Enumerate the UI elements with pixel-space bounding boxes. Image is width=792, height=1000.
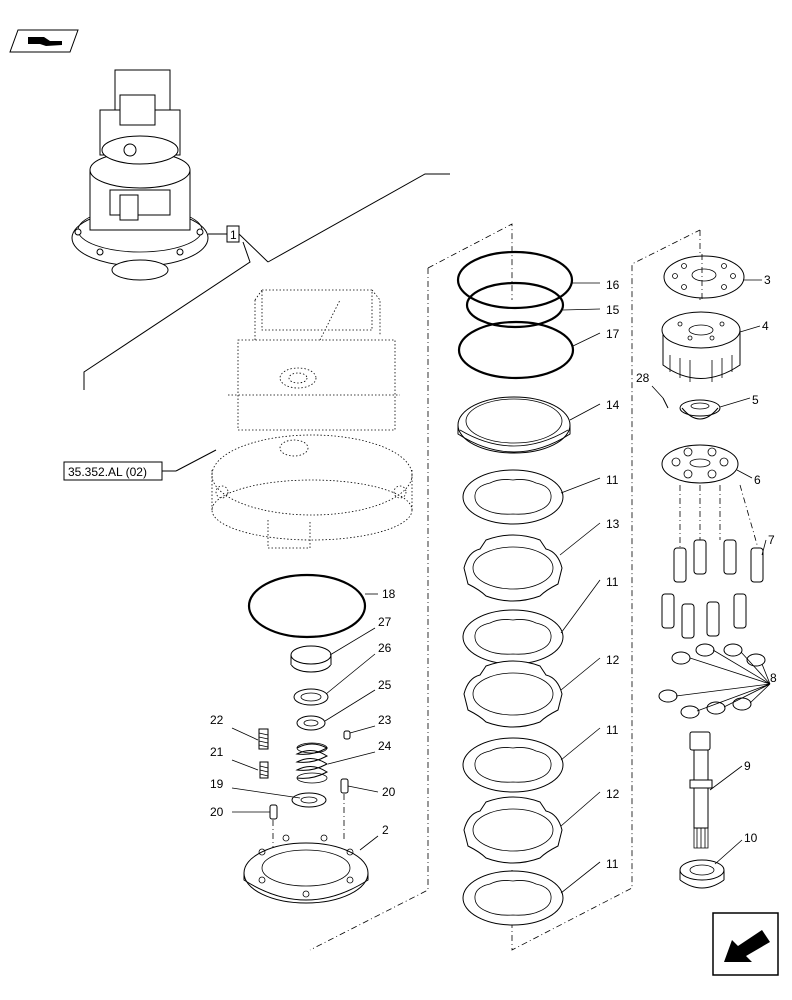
- callout-20-a: 20: [210, 805, 224, 819]
- next-page-arrow-icon[interactable]: [712, 912, 779, 976]
- part-15-o-ring: [465, 281, 565, 329]
- part-11-disc-d: [462, 870, 564, 926]
- motor-housing-dotted: [211, 289, 413, 549]
- callout-12-a: 12: [606, 653, 620, 667]
- part-8-shoes: [658, 643, 771, 719]
- part-2-plate: [243, 834, 369, 904]
- part-24-spring: [295, 742, 329, 784]
- callout-12-b: 12: [606, 787, 620, 801]
- callout-20-b: 20: [382, 785, 396, 799]
- callout-15: 15: [606, 303, 620, 317]
- callout-19: 19: [210, 777, 224, 791]
- callout-13: 13: [606, 517, 620, 531]
- part-21-spring: [259, 761, 269, 779]
- part-28-pin: [662, 397, 669, 409]
- part-22-spring: [258, 728, 269, 750]
- part-25-washer: [296, 715, 326, 731]
- reference-label-35-352-al[interactable]: 35.352.AL (02): [63, 449, 217, 481]
- book-hand-icon[interactable]: [9, 29, 79, 53]
- callout-25: 25: [378, 678, 392, 692]
- motor-assembly-overview: [71, 69, 209, 281]
- part-9-shaft: [689, 731, 713, 849]
- part-12-disc-a: [463, 660, 563, 728]
- callout-28: 28: [636, 371, 650, 385]
- part-11-disc-a: [462, 469, 564, 525]
- part-13-disc: [463, 534, 563, 602]
- callout-21: 21: [210, 745, 224, 759]
- callout-16: 16: [606, 278, 620, 292]
- callout-8: 8: [770, 671, 777, 685]
- part-6-retainer-plate: [661, 444, 739, 484]
- callout-4: 4: [762, 319, 769, 333]
- part-17-o-ring: [457, 320, 575, 380]
- callout-24: 24: [378, 739, 392, 753]
- leader-lines: [231, 279, 767, 894]
- callout-11-a: 11: [606, 473, 619, 487]
- part-23-pin: [343, 730, 351, 740]
- callout-5: 5: [752, 393, 759, 407]
- callout-22: 22: [210, 713, 224, 727]
- callout-7: 7: [768, 533, 775, 547]
- part-4-cylinder-block: [661, 311, 741, 382]
- part-18-o-ring: [247, 573, 367, 639]
- callout-11-d: 11: [606, 857, 619, 871]
- callout-numbers: 16 15 17 14 11 13 11 12 11 12 11 18 27 2…: [210, 273, 777, 871]
- callout-17: 17: [606, 327, 620, 341]
- callout-27: 27: [378, 615, 392, 629]
- svg-text:35.352.AL (02): 35.352.AL (02): [68, 465, 147, 479]
- assembly-callout-1: 1: [83, 173, 450, 390]
- callout-14: 14: [606, 398, 620, 412]
- callout-10: 10: [744, 831, 758, 845]
- callout-2: 2: [382, 823, 389, 837]
- callout-3: 3: [764, 273, 771, 287]
- svg-text:1: 1: [230, 228, 237, 242]
- part-19-washer: [291, 792, 327, 808]
- part-5-spherical-bushing: [679, 399, 721, 420]
- callout-26: 26: [378, 641, 392, 655]
- part-3-valve-plate: [663, 255, 745, 299]
- part-20-pins: [269, 778, 349, 880]
- part-27-bearing: [290, 645, 332, 673]
- part-16-o-ring: [456, 250, 574, 310]
- callout-6: 6: [754, 473, 761, 487]
- part-11-disc-b: [462, 609, 564, 665]
- callout-11-b: 11: [606, 575, 619, 589]
- part-26-washer: [293, 688, 329, 706]
- part-12-disc-b: [463, 796, 563, 864]
- callout-23: 23: [378, 713, 392, 727]
- callout-9: 9: [744, 759, 751, 773]
- part-11-disc-c: [462, 737, 564, 793]
- part-7-pistons: [661, 484, 764, 639]
- part-10-bearing: [679, 859, 725, 889]
- part-14-seal: [457, 396, 571, 454]
- callout-18: 18: [382, 587, 396, 601]
- callout-11-c: 11: [606, 723, 619, 737]
